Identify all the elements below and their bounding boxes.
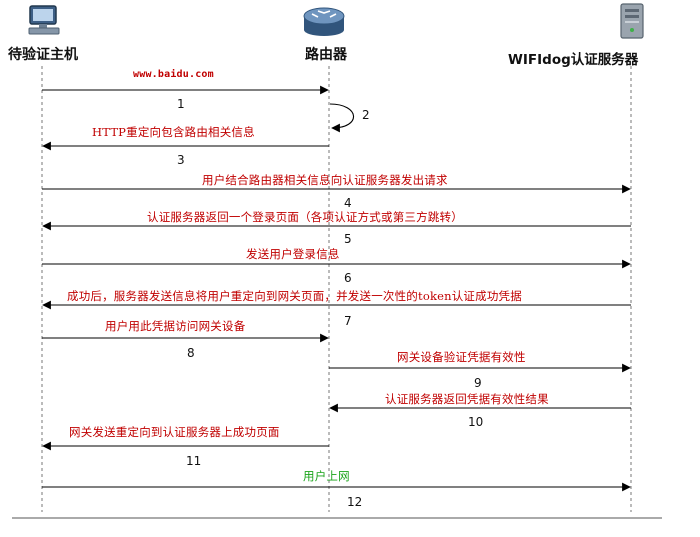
step-number-7: 7 [344,314,352,328]
arrow-2 [329,103,355,133]
server-label: WIFIdog认证服务器 [508,52,639,68]
message-7-text: 成功后，服务器发送信息将用户重定向到网关页面，并发送一次性的token认证成功凭… [67,289,522,303]
message-12-text: 用户上网 [303,469,350,483]
message-6-text: 发送用户登录信息 [246,247,340,261]
step-number-9: 9 [474,376,482,390]
step-number-2: 2 [362,108,370,122]
step-number-4: 4 [344,196,352,210]
message-5-text: 认证服务器返回一个登录页面（各项认证方式或第三方跳转） [147,210,463,224]
message-11-text: 网关发送重定向到认证服务器上成功页面 [69,425,280,439]
message-9-text: 网关设备验证凭据有效性 [397,350,526,364]
step-number-12: 12 [347,495,363,509]
router-icon [303,7,345,36]
step-number-6: 6 [344,271,352,285]
message-3-text: HTTP重定向包含路由相关信息 [92,125,255,139]
step-number-10: 10 [468,415,484,429]
router-label: 路由器 [305,47,347,63]
step-number-11: 11 [186,454,202,468]
step-number-8: 8 [187,346,195,360]
server-tower-icon [620,3,644,39]
message-8-text: 用户用此凭据访问网关设备 [105,319,246,333]
computer-icon [28,5,60,35]
message-1-text: www.baidu.com [133,69,214,80]
message-10-text: 认证服务器返回凭据有效性结果 [385,392,549,406]
step-number-1: 1 [177,97,185,111]
message-4-text: 用户结合路由器相关信息向认证服务器发出请求 [202,173,448,187]
step-number-5: 5 [344,232,352,246]
host-label: 待验证主机 [8,47,78,63]
step-number-3: 3 [177,153,185,167]
